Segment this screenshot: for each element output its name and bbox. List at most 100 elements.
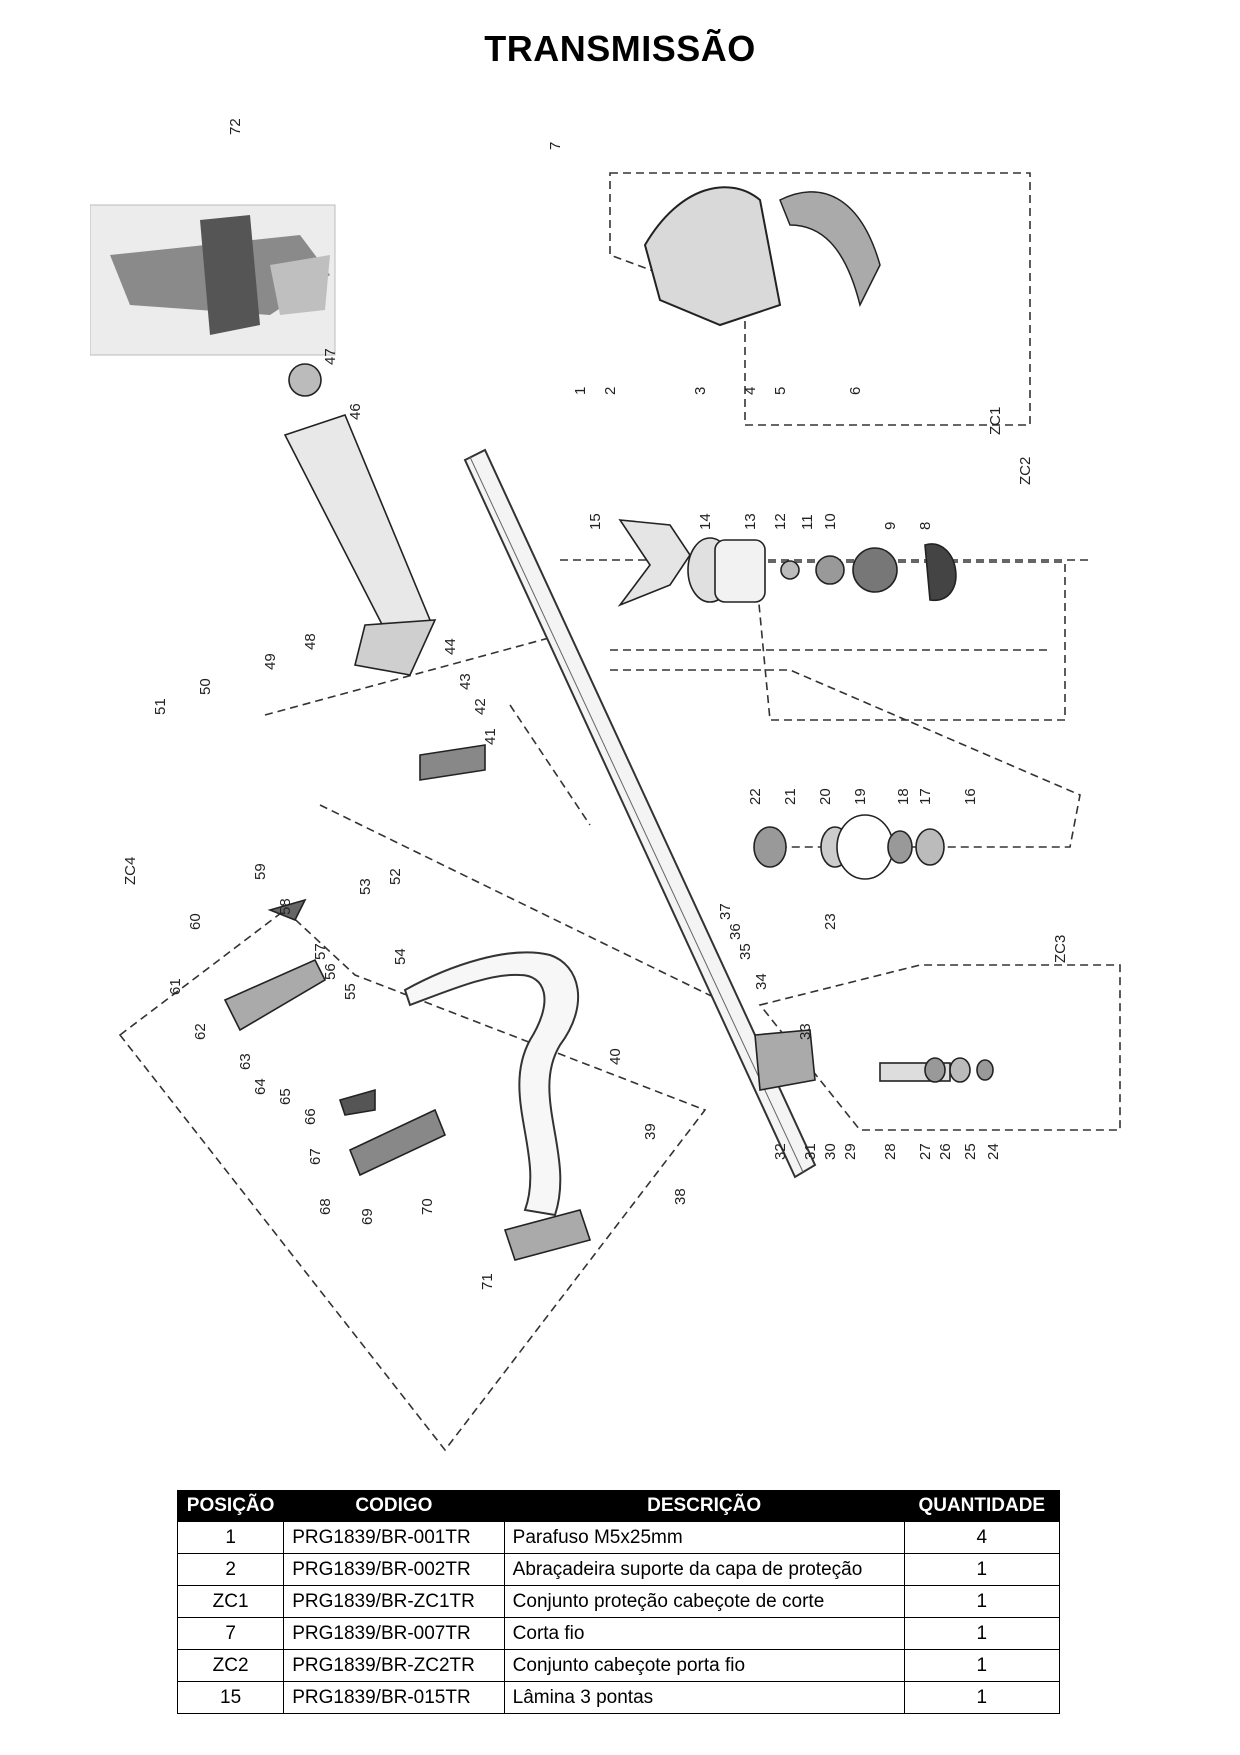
zc2-dashed-group: [754, 561, 1066, 721]
group-label-zc4: ZC4: [122, 857, 139, 885]
part-callout-72: 72: [227, 118, 244, 135]
part-callout-30: 30: [822, 1143, 839, 1160]
part-callout-48: 48: [302, 633, 319, 650]
part-callout-16: 16: [962, 788, 979, 805]
part-callout-55: 55: [342, 983, 359, 1000]
part-callout-46: 46: [347, 403, 364, 420]
part-callout-58: 58: [277, 898, 294, 915]
part-callout-18: 18: [895, 788, 912, 805]
part-callout-5: 5: [772, 387, 789, 395]
cell-quantity: 1: [903, 1681, 1061, 1714]
part-callout-52: 52: [387, 868, 404, 885]
parts-table: POSIÇÃO CODIGO DESCRIÇÃO QUANTIDADE 1 PR…: [176, 1490, 1061, 1714]
part-callout-37: 37: [717, 903, 734, 920]
group-label-zc1: ZC1: [987, 407, 1004, 435]
part-callout-1: 1: [572, 387, 589, 395]
group-labels: ZC1 ZC2 ZC3 ZC4: [122, 407, 1069, 963]
part-callout-14: 14: [697, 513, 714, 530]
part-callout-20: 20: [817, 788, 834, 805]
cell-description: Abraçadeira suporte da capa de proteção: [503, 1553, 905, 1586]
part-callout-8: 8: [917, 522, 934, 530]
part-callout-33: 33: [797, 1023, 814, 1040]
cell-code: PRG1839/BR-015TR: [283, 1681, 505, 1714]
cell-position: 1: [176, 1521, 285, 1554]
part-callout-57: 57: [312, 943, 329, 960]
handlebar: [403, 951, 580, 1217]
part-callout-64: 64: [252, 1078, 269, 1095]
part-callout-34: 34: [753, 973, 770, 990]
cell-quantity: 1: [903, 1553, 1061, 1586]
part-callout-59: 59: [252, 863, 269, 880]
cell-position: 7: [176, 1617, 285, 1650]
part-callout-28: 28: [882, 1143, 899, 1160]
part-callout-23: 23: [822, 913, 839, 930]
part-callout-4: 4: [742, 387, 759, 395]
col-code-header: CODIGO: [283, 1490, 505, 1522]
part-callout-36: 36: [727, 923, 744, 940]
part-callout-63: 63: [237, 1053, 254, 1070]
cell-code: PRG1839/BR-007TR: [283, 1617, 505, 1650]
part-callout-56: 56: [322, 963, 339, 980]
part-callout-42: 42: [472, 698, 489, 715]
cell-description: Conjunto proteção cabeçote de corte: [503, 1585, 905, 1618]
harness-photo: [90, 204, 336, 356]
part-callout-13: 13: [742, 513, 759, 530]
cell-position: 2: [176, 1553, 285, 1586]
cell-description: Conjunto cabeçote porta fio: [503, 1649, 905, 1682]
trimmer-head-parts: [617, 519, 957, 607]
col-position-header: POSIÇÃO: [176, 1490, 285, 1522]
cell-code: PRG1839/BR-ZC1TR: [283, 1585, 505, 1618]
part-callout-49: 49: [262, 653, 279, 670]
drive-shaft-tube: [463, 448, 817, 1179]
part-callout-39: 39: [642, 1123, 659, 1140]
table-header-row: POSIÇÃO CODIGO DESCRIÇÃO QUANTIDADE: [176, 1490, 1061, 1522]
cell-quantity: 1: [903, 1585, 1061, 1618]
cell-position: ZC1: [176, 1585, 285, 1618]
cell-code: PRG1839/BR-001TR: [283, 1521, 505, 1554]
table-row: ZC1 PRG1839/BR-ZC1TR Conjunto proteção c…: [176, 1585, 1061, 1618]
part-callout-60: 60: [187, 913, 204, 930]
part-callout-26: 26: [937, 1143, 954, 1160]
part-callout-70: 70: [419, 1198, 436, 1215]
part-callout-11: 11: [799, 514, 816, 530]
col-description-header: DESCRIÇÃO: [503, 1490, 905, 1522]
part-callout-66: 66: [302, 1108, 319, 1125]
cell-code: PRG1839/BR-ZC2TR: [283, 1649, 505, 1682]
cell-quantity: 4: [903, 1521, 1061, 1554]
zc4-dashed-group: [118, 908, 707, 1452]
part-callout-17: 17: [917, 788, 934, 805]
zc3-dashed-group: [758, 964, 1121, 1131]
part-callout-2: 2: [602, 387, 619, 395]
table-row: 7 PRG1839/BR-007TR Corta fio 1: [176, 1617, 1061, 1650]
part-callout-40: 40: [607, 1048, 624, 1065]
cell-description: Corta fio: [503, 1617, 905, 1650]
part-callout-71: 71: [479, 1273, 496, 1290]
cell-quantity: 1: [903, 1617, 1061, 1650]
zc1-dashed-group: [609, 172, 1031, 426]
part-callout-69: 69: [359, 1208, 376, 1225]
part-callout-67: 67: [307, 1148, 324, 1165]
part-callout-3: 3: [692, 387, 709, 395]
part-callout-21: 21: [782, 788, 799, 805]
part-callout-62: 62: [192, 1023, 209, 1040]
part-callout-6: 6: [847, 387, 864, 395]
part-callout-15: 15: [587, 513, 604, 530]
part-callout-43: 43: [457, 673, 474, 690]
part-callout-51: 51: [152, 698, 169, 715]
table-row: ZC2 PRG1839/BR-ZC2TR Conjunto cabeçote p…: [176, 1649, 1061, 1682]
cell-description: Parafuso M5x25mm: [503, 1521, 905, 1554]
part-callout-68: 68: [317, 1198, 334, 1215]
part-callout-35: 35: [737, 943, 754, 960]
cell-code: PRG1839/BR-002TR: [283, 1553, 505, 1586]
group-label-zc2: ZC2: [1017, 457, 1034, 485]
part-callout-25: 25: [962, 1143, 979, 1160]
cutting-guard: [643, 186, 881, 327]
table-row: 2 PRG1839/BR-002TR Abraçadeira suporte d…: [176, 1553, 1061, 1586]
table-row: 15 PRG1839/BR-015TR Lâmina 3 pontas 1: [176, 1681, 1061, 1714]
throttle-handle-parts: [223, 898, 592, 1261]
part-callout-50: 50: [197, 678, 214, 695]
part-callout-10: 10: [822, 513, 839, 530]
